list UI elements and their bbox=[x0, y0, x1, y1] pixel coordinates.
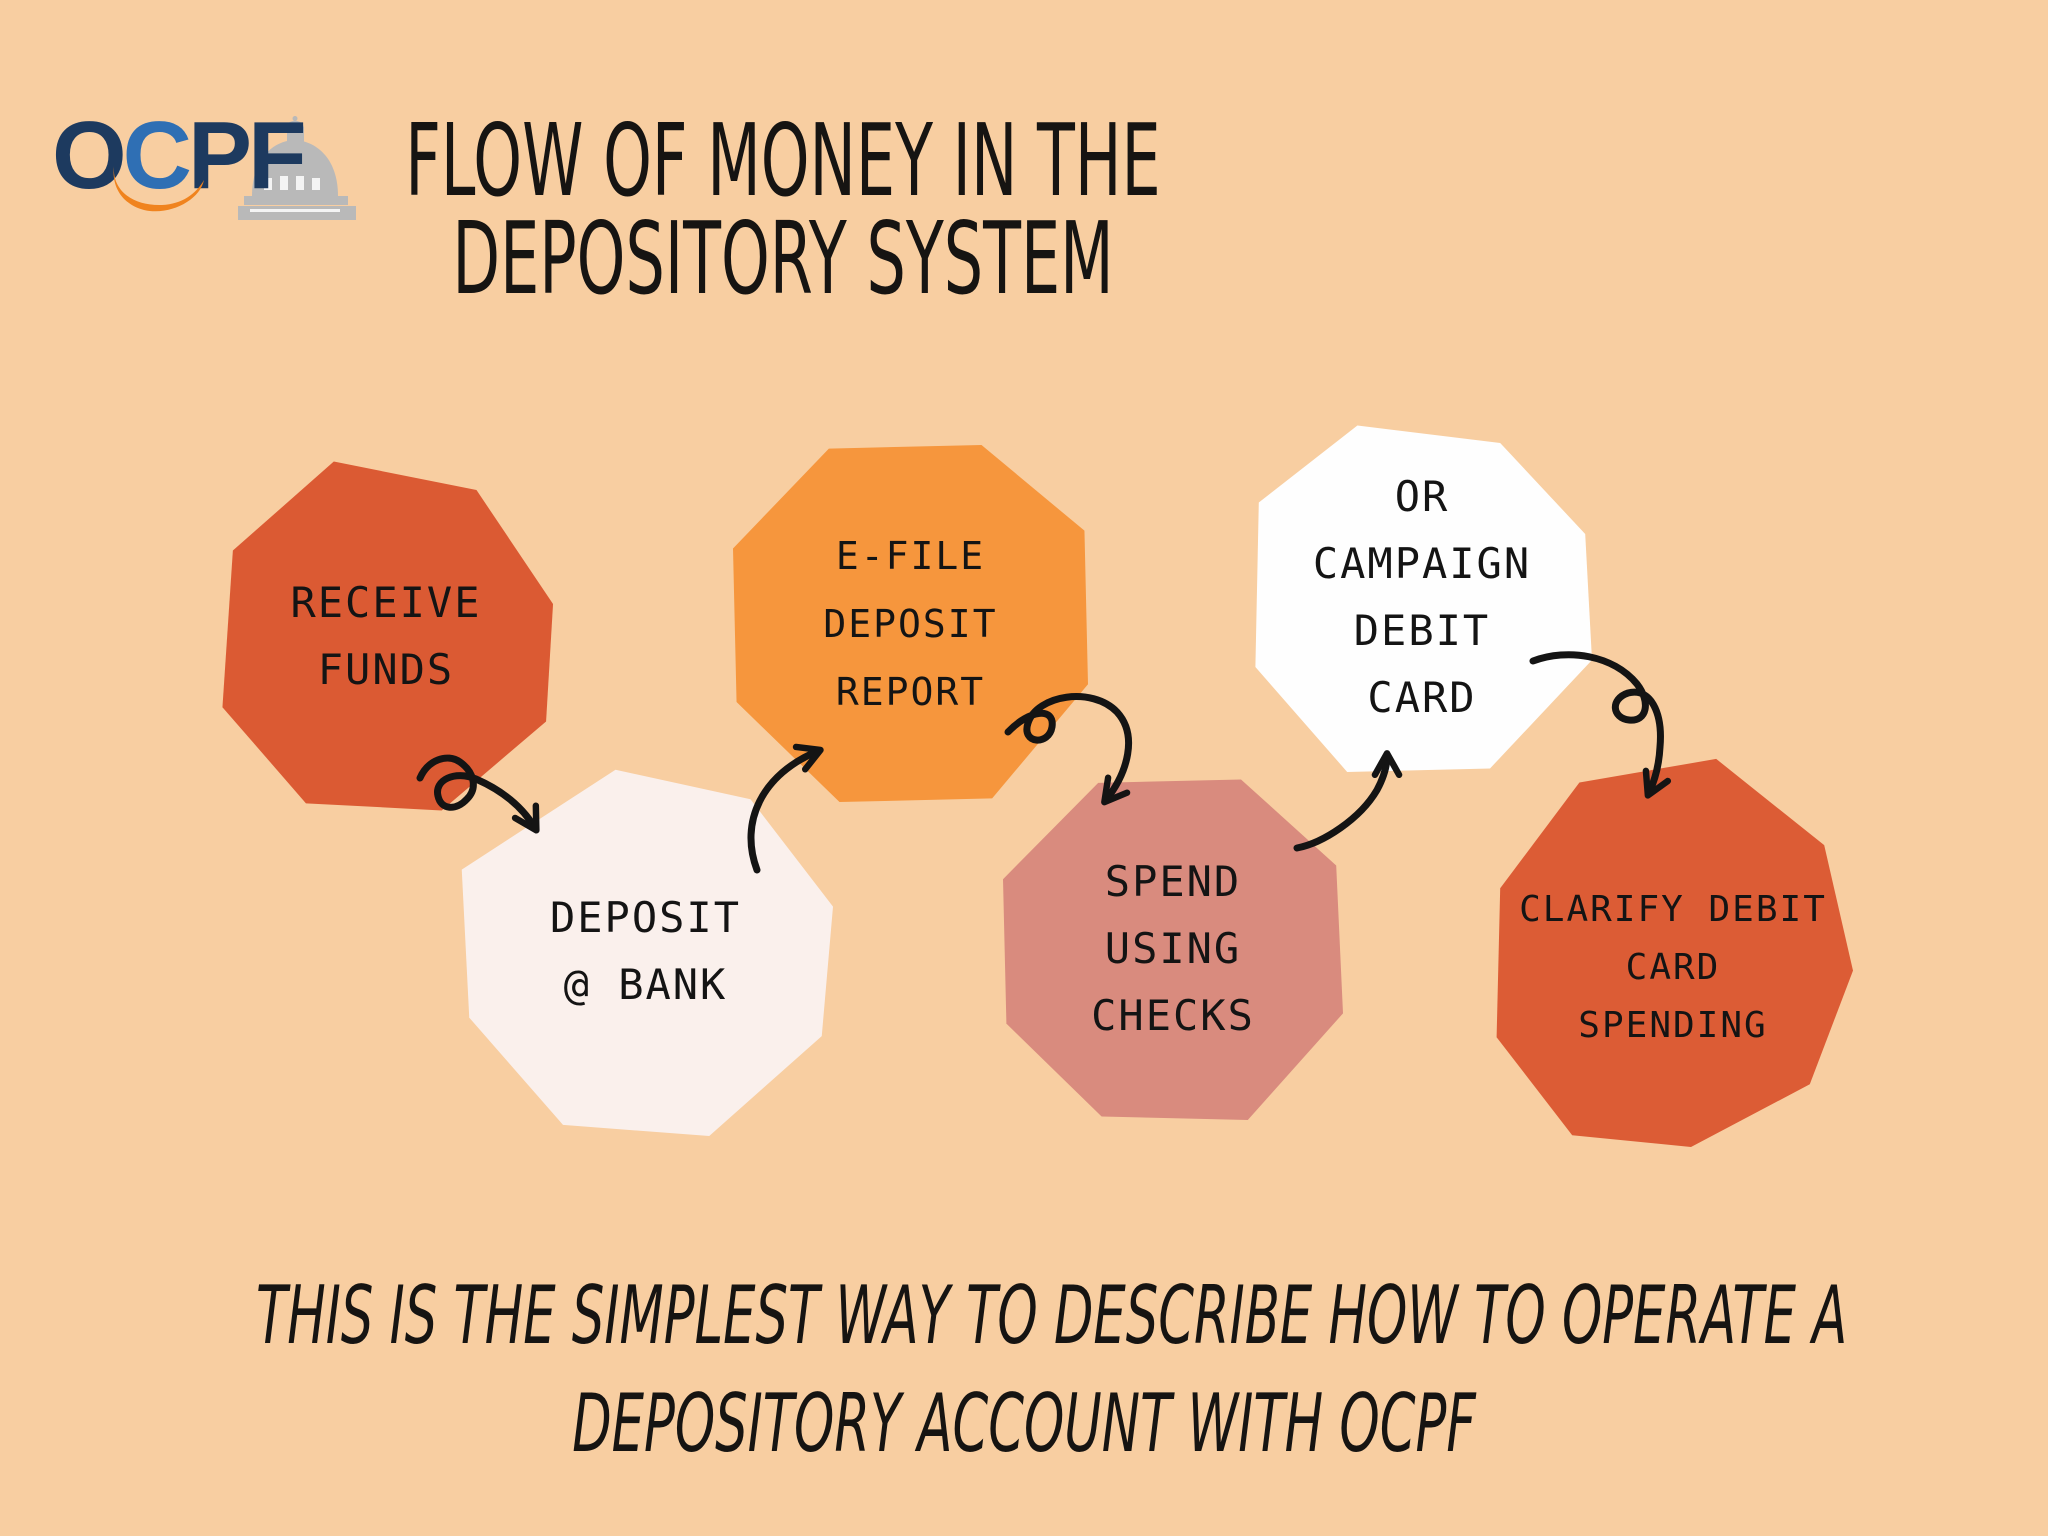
arrow-efile-to-spend bbox=[1004, 693, 1133, 806]
flow-node-clarify-debit-card-spending: CLARIFY DEBIT CARD SPENDING bbox=[1496, 758, 1853, 1147]
ocpf-logo: OCPF bbox=[52, 104, 356, 220]
caption-line-1: THIS IS THE SIMPLEST WAY TO DESCRIBE HOW… bbox=[256, 1269, 1848, 1362]
node-label: CLARIFY DEBIT CARD SPENDING bbox=[1519, 889, 1827, 1046]
logo-letter-f: F bbox=[248, 102, 307, 209]
logo-letter-o: O bbox=[52, 102, 127, 209]
title-line-2: DEPOSITORY SYSTEM bbox=[452, 200, 1114, 317]
flow-node-spend-using-checks: SPEND USING CHECKS bbox=[1003, 779, 1343, 1120]
logo-text: OCPF bbox=[52, 102, 307, 209]
capitol-dome-icon bbox=[238, 116, 356, 220]
caption-line-2: DEPOSITORY ACCOUNT WITH OCPF bbox=[572, 1377, 1476, 1470]
flow-node-e-file-deposit-report: E-FILE DEPOSIT REPORT bbox=[733, 445, 1088, 802]
node-label: RECEIVE FUNDS bbox=[290, 578, 482, 694]
flow-node-or-campaign-debit-card: OR CAMPAIGN DEBIT CARD bbox=[1255, 425, 1592, 772]
title-line-1: FLOW OF MONEY IN THE bbox=[405, 102, 1161, 219]
caption: THIS IS THE SIMPLEST WAY TO DESCRIBE HOW… bbox=[0, 1262, 2048, 1478]
page-title: FLOW OF MONEY IN THE DEPOSITORY SYSTEM bbox=[0, 102, 1633, 317]
arrow-debit-card-to-clarify bbox=[1529, 651, 1672, 799]
logo-letter-c: C bbox=[122, 102, 192, 209]
node-label: E-FILE DEPOSIT REPORT bbox=[823, 533, 998, 714]
node-label: OR CAMPAIGN DEBIT CARD bbox=[1312, 472, 1532, 722]
node-label: DEPOSIT @ BANK bbox=[549, 893, 741, 1009]
arrow-spend-to-debit-card bbox=[1293, 750, 1403, 852]
logo-swoosh-icon bbox=[113, 166, 204, 212]
arrow-receive-to-deposit bbox=[416, 754, 540, 834]
node-label: SPEND USING CHECKS bbox=[1091, 856, 1255, 1040]
arrow-deposit-to-efile bbox=[747, 743, 824, 874]
